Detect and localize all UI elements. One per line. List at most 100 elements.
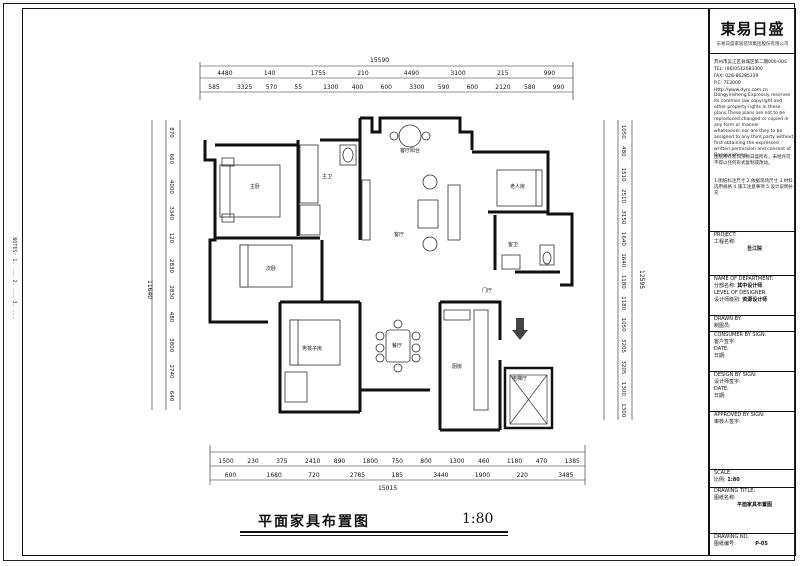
dim-text: 2410 (305, 458, 320, 465)
field-drawn: DRAWN BY: 制图员: (710, 315, 795, 330)
dim-text: 2510 (620, 189, 626, 203)
dim-text: 1640 (620, 253, 626, 267)
dim-text: 3100 (450, 70, 465, 77)
dim-text: 2120 (495, 84, 510, 91)
dim-text: 1510 (620, 168, 626, 182)
dim-text: 870 (168, 127, 174, 138)
dim-right-col: 1050480151025103150164016401180118010503… (620, 125, 626, 418)
dim-text: 400 (352, 84, 364, 91)
outer-frame (3, 3, 795, 561)
dim-text: 480 (620, 146, 626, 157)
dim-left-total: 11640 (146, 280, 153, 299)
dim-text: 1050 (620, 125, 626, 139)
dim-text: 3300 (409, 84, 424, 91)
label-elevator: 电梯厅 (512, 375, 527, 382)
scale-value: 1:80 (727, 477, 740, 483)
title-value: 平面家具布置图 (736, 502, 772, 508)
dim-text: 990 (553, 84, 565, 91)
dim-text: 1300 (620, 382, 626, 396)
dim-text: 1680 (267, 472, 282, 479)
dim-text: 185 (392, 472, 404, 479)
dim-text: 220 (517, 472, 529, 479)
dim-text: 460 (478, 458, 490, 465)
dim-text: 3485 (558, 472, 573, 479)
dim-text: 890 (334, 458, 346, 465)
left-dimensions (151, 120, 181, 410)
dept-value: 其中设计师 (737, 283, 763, 289)
dim-bottom-total: 15015 (378, 485, 397, 492)
dim-text: 2830 (168, 259, 174, 273)
bottom-dimensions (209, 445, 586, 485)
dim-right-total: 12595 (638, 270, 645, 289)
elevator-shaft (509, 374, 548, 425)
dim-text: 750 (392, 458, 404, 465)
dim-text: 600 (225, 472, 237, 479)
dim-text: 1900 (475, 472, 490, 479)
copyright-note-cn: 图纸所有权归东易日盛所有，未经许可不得以任何形式复制或改动。 (714, 155, 791, 166)
dim-text: 55 (294, 84, 302, 91)
dim-text: 580 (524, 84, 536, 91)
dim-text: 590 (438, 84, 450, 91)
dim-text: 4490 (404, 70, 419, 77)
dim-text: 12595 (638, 270, 645, 289)
field-department: NAME OF DEPARTMENT: 分部名称: 其中设计师 LEVEL OF… (710, 275, 795, 304)
dim-text: 2830 (168, 285, 174, 299)
dim-text: 570 (266, 84, 278, 91)
dim-text: 3440 (433, 472, 448, 479)
project-value: 吾江院 (746, 246, 762, 252)
dim-text: 140 (264, 70, 276, 77)
field-scale: SCALE: 比例: 1:80 (710, 469, 795, 484)
dim-text: 1300 (323, 84, 338, 91)
dim-text: 1755 (311, 70, 326, 77)
contact-line: P.C: 7E3000 (714, 81, 741, 86)
dim-top-total: 15590 (370, 57, 389, 64)
furniture (219, 124, 555, 411)
title-block: 東易日盛 东易日盛家居装饰集团股份有限公司 苏州市吴江区县城区第二期000-00… (709, 8, 796, 556)
field-project: PROJECT: 工程名称: 吾江院 (710, 231, 795, 253)
field-consumer: CONSUMER BY SIGN: 客户签字: DATE: 日期: (710, 331, 795, 360)
dim-text: 3205 (620, 360, 626, 374)
contact-line: 苏州市吴江区县城区第二期000-00S (714, 60, 787, 65)
drawing-no-value: P-05 (755, 541, 768, 547)
dim-top-row1: 4480 140 1755 210 4490 3100 215 990 (217, 70, 555, 77)
dim-text: 720 (308, 472, 320, 479)
label-child: 男孩子房 (302, 345, 322, 352)
dim-text: 120 (168, 233, 174, 244)
dim-text: 470 (536, 458, 548, 465)
dim-text: 1300 (620, 403, 626, 417)
label-entrance: 门厅 (482, 287, 492, 294)
label-guest-bath: 客卫 (508, 241, 518, 248)
dim-text: 585 (208, 84, 220, 91)
dim-text: 11640 (146, 280, 153, 299)
field-title: DRAWING TITLE: 图纸名称: 平面家具布置图 (710, 487, 795, 509)
dim-text: 3205 (620, 339, 626, 353)
dim-text: 4480 (217, 70, 232, 77)
dim-text: 640 (168, 391, 174, 402)
dim-text: 1050 (620, 318, 626, 332)
dim-text: 215 (497, 70, 509, 77)
drawing-title: 平面家具布置图 (258, 514, 370, 530)
dim-text: 1800 (363, 458, 378, 465)
brand-subtitle: 东易日盛家居装饰集团股份有限公司 (716, 42, 789, 47)
entry-arrow (512, 318, 528, 340)
copyright-notice: Dongyirisheng Expressly reserves its com… (714, 93, 794, 158)
dim-text: 375 (276, 458, 288, 465)
dim-text: 3340 (168, 206, 174, 220)
dim-text: 210 (357, 70, 369, 77)
kitchen-counter (473, 309, 489, 411)
dim-text: 990 (544, 70, 556, 77)
dim-text: 600 (467, 84, 479, 91)
dim-text: 480 (168, 312, 174, 323)
field-design-sign: DESIGN BY SIGN: 设计师签字: DATE: 日期: (710, 371, 795, 400)
top-dimensions (199, 62, 574, 100)
dim-text: 3800 (168, 338, 174, 352)
brand-name: 東易日盛 (720, 20, 785, 38)
dim-text: 800 (420, 458, 432, 465)
spec-notes: 1.图纸标注尺寸 2.依据现场尺寸 3.材料选用规格 4.施工注意事项 5.设计… (714, 179, 793, 196)
label-second: 次卧 (266, 265, 276, 272)
dining-table (385, 329, 411, 363)
